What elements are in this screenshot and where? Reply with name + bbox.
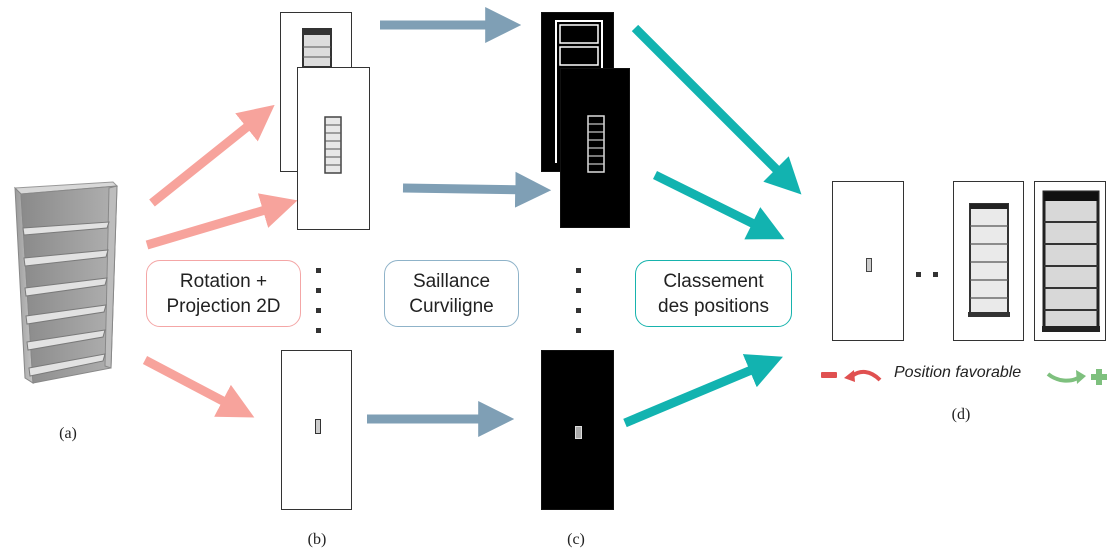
arrow-c3-to-d [623, 354, 783, 428]
bookshelf-projection-icon [302, 28, 332, 68]
ellipsis-b [316, 268, 322, 348]
ranked-position-good [953, 181, 1024, 341]
arrow-c1-to-d [631, 24, 802, 195]
bookshelf-projection-icon [1042, 190, 1100, 332]
legend-position-favorable: Position favorable [894, 364, 1022, 381]
rotation-projection-box: Rotation + Projection 2D [146, 260, 301, 327]
arrow-a-to-b3 [142, 356, 255, 418]
saliency-map-n [541, 350, 614, 510]
tiny-saliency-icon [575, 426, 582, 439]
bookshelf-projection-icon [968, 203, 1010, 317]
step-label-d: (d) [951, 406, 971, 423]
curved-arrow-right-icon [1046, 370, 1086, 384]
saliency-map-2 [560, 68, 630, 228]
step-label-a: (a) [59, 425, 77, 442]
bookshelf-3d-icon [13, 181, 119, 384]
saillance-curviligne-box: Saillance Curviligne [384, 260, 519, 327]
arrow-c2-to-d [653, 170, 785, 240]
step-label-c: (c) [567, 531, 585, 548]
projection-view-2 [297, 67, 370, 230]
ranking-ellipsis [916, 264, 938, 282]
bookshelf-projection-icon [324, 116, 342, 174]
ellipsis-c [576, 268, 582, 348]
step-label-b: (b) [307, 531, 327, 548]
tiny-bookshelf-icon [866, 258, 872, 272]
tiny-bookshelf-icon [315, 419, 321, 434]
plus-icon [1091, 369, 1107, 385]
projection-view-n [281, 350, 352, 510]
arrow-a-to-b1 [149, 104, 275, 207]
ranked-position-worst [832, 181, 904, 341]
arrow-a-to-b2 [145, 193, 298, 250]
classement-positions-box: Classement des positions [635, 260, 792, 327]
curved-arrow-left-icon [844, 369, 882, 382]
minus-icon [821, 372, 837, 378]
arrow-b2-to-c2 [402, 171, 552, 208]
ranked-position-best [1034, 181, 1106, 341]
saliency-ladder-icon [587, 115, 605, 173]
